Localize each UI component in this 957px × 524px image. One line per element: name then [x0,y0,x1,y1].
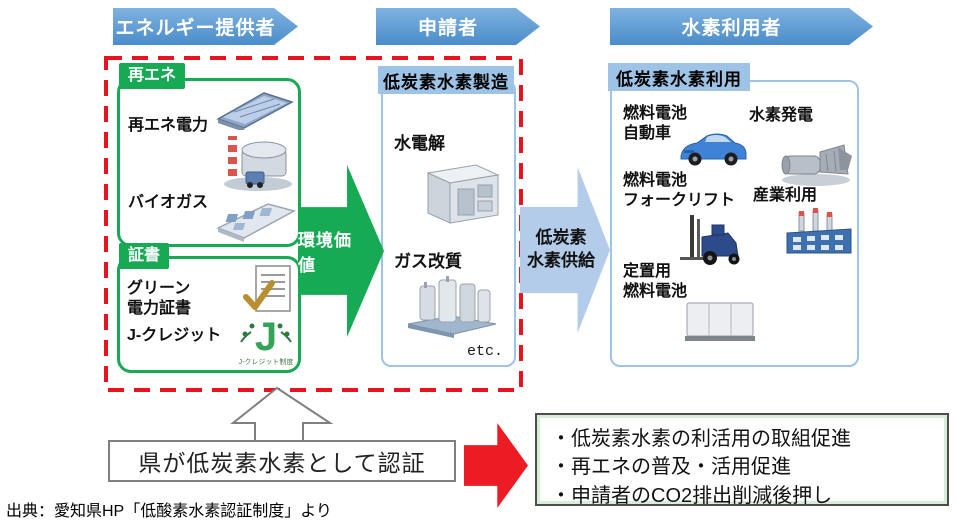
supply-arrow-label: 低炭素 水素供給 [527,228,595,270]
jcredit-label: J-クレジット [127,327,222,344]
header-energy-provider-label: エネルギー提供者 [115,18,276,39]
jcredit-caption: J-クレジット制度 [239,357,294,366]
certificate-doc-icon [243,265,291,312]
renewable-energy-tab: 再エネ [119,63,186,89]
production-box-header-label: 低炭素水素製造 [383,72,509,92]
hydrogen-turbine-icon [781,144,852,186]
reforming-label: ガス改質 [394,252,462,271]
certificate-box [117,256,301,373]
certificate-tab: 証書 [119,243,170,269]
fc-forklift-label: 燃料電池 フォークリフト [623,172,736,209]
usage-box-header-label: 低炭素水素利用 [616,69,742,89]
certification-label: 県が低炭素水素として認証 [138,450,426,476]
solar-panel-icon [216,92,294,130]
stationary-fc-label: 定置用 燃料電池 [623,263,688,300]
electrolyzer-icon [426,164,500,224]
up-arrow [230,386,334,442]
outcomes-box: ・低炭素水素の利活用の取組促進 ・再エネの普及・活用促進 ・申請者のCO2排出削… [535,413,949,507]
biogas-label: バイオガス [128,194,209,211]
outcome-item: ・再エネの普及・活用促進 [551,456,791,479]
etc-label: etc. [467,343,504,360]
usage-box-header: 低炭素水素利用 [608,63,750,91]
header-applicant-label: 申請者 [417,18,478,39]
industry-label: 産業利用 [753,187,818,204]
env-value-arrow-label: 環境価値 [298,231,352,275]
power-plant-icon [224,136,292,191]
fcv-label: 燃料電池 自動車 [623,105,688,142]
certification-box: 県が低炭素水素として認証 [108,440,456,482]
certificate-tab-label: 証書 [128,247,161,264]
electrolysis-label: 水電解 [394,134,445,153]
header-applicant: 申請者 [376,8,540,45]
gas-reformer-icon [407,276,497,338]
svg-text:J: J [255,315,277,359]
jcredit-logo-icon: J J-クレジット制度 [239,315,294,366]
production-box-header: 低炭素水素製造 [378,66,514,94]
forklift-icon [680,215,740,265]
header-energy-provider: エネルギー提供者 [113,8,298,45]
supply-arrow: 低炭素 水素供給 [520,167,610,333]
factory-icon [786,208,852,254]
fuel-cell-cabinet-icon [685,302,755,341]
renewable-power-label: 再エネ電力 [128,117,209,134]
outcome-item: ・低炭素水素の利活用の取組促進 [551,428,851,450]
source-caption: 出典：愛知県HP「低酸素水素認証制度」より [6,503,332,520]
fuel-cell-car-icon [680,133,747,166]
red-arrow [464,423,528,508]
outcome-item: ・申請者のCO2排出削減後押し [551,484,833,507]
header-hydrogen-user-label: 水素利用者 [681,18,782,39]
header-hydrogen-user: 水素利用者 [610,8,873,45]
h2power-label: 水素発電 [749,107,814,124]
renewable-energy-tab-label: 再エネ [128,67,177,84]
biogas-plant-icon [216,203,297,242]
green-power-cert-label: グリーン 電力証書 [127,280,192,317]
